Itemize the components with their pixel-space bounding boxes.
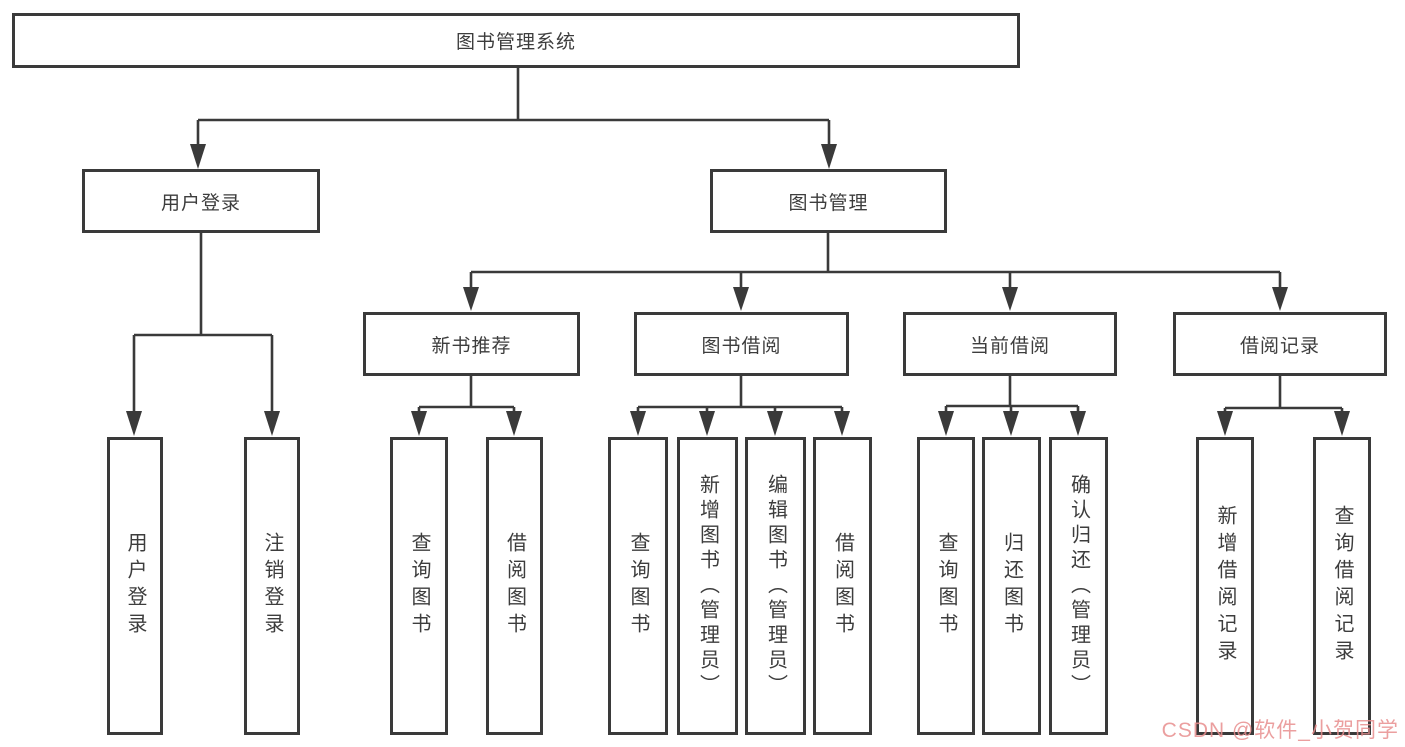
- node-label: 编辑图书（管理员）: [764, 473, 787, 699]
- arrowhead: [1070, 411, 1086, 436]
- arrowhead: [126, 411, 142, 436]
- node-label: 用户登录: [124, 532, 146, 640]
- arrowhead: [463, 287, 479, 311]
- node-label: 借阅图书: [503, 532, 526, 640]
- node-return-books: 归还图书: [982, 437, 1041, 735]
- arrowhead: [699, 411, 715, 436]
- node-book-borrow: 图书借阅: [634, 312, 849, 376]
- node-add-borrow-record: 新增借阅记录: [1196, 437, 1254, 735]
- node-borrow-books: 借阅图书: [813, 437, 872, 735]
- arrowhead: [190, 144, 206, 169]
- node-label: 查询图书: [935, 532, 957, 640]
- node-root-system: 图书管理系统: [12, 13, 1020, 68]
- connector-login: [126, 233, 280, 436]
- arrowhead: [938, 411, 954, 436]
- node-book-mgmt-module: 图书管理: [710, 169, 947, 233]
- arrowhead: [1217, 411, 1233, 436]
- node-label: 确认归还（管理员）: [1067, 473, 1090, 699]
- arrowhead: [1002, 287, 1018, 311]
- arrowhead: [767, 411, 783, 436]
- node-query-borrow-record: 查询借阅记录: [1313, 437, 1371, 735]
- csdn-watermark: CSDN @软件_小贺同学: [1161, 719, 1399, 742]
- connector-borrow-records: [1217, 376, 1350, 436]
- node-confirm-return-admin: 确认归还（管理员）: [1049, 437, 1108, 735]
- node-label: 查询借阅记录: [1331, 505, 1353, 667]
- node-user-login: 用户登录: [107, 437, 163, 735]
- node-query-books-borrow: 查询图书: [608, 437, 668, 735]
- arrowhead: [733, 287, 749, 311]
- node-borrow-books-rec: 借阅图书: [486, 437, 543, 735]
- arrowhead: [630, 411, 646, 436]
- node-label: 查询图书: [408, 532, 430, 640]
- node-label: 归还图书: [1000, 532, 1023, 640]
- arrowhead: [834, 411, 850, 436]
- node-label: 注销登录: [261, 532, 283, 640]
- connector-current-borrow: [938, 376, 1086, 436]
- node-borrow-records: 借阅记录: [1173, 312, 1387, 376]
- node-edit-book-admin: 编辑图书（管理员）: [745, 437, 806, 735]
- node-label: 借阅图书: [831, 532, 854, 640]
- arrowhead: [264, 411, 280, 436]
- connector-root: [190, 68, 837, 169]
- node-label: 新增图书（管理员）: [696, 473, 719, 699]
- arrowhead: [506, 411, 522, 436]
- node-new-book-recommend: 新书推荐: [363, 312, 580, 376]
- node-add-book-admin: 新增图书（管理员）: [677, 437, 738, 735]
- node-query-books-current: 查询图书: [917, 437, 975, 735]
- connector-mgmt: [463, 233, 1288, 311]
- node-label: 新增借阅记录: [1214, 505, 1236, 667]
- node-current-borrow: 当前借阅: [903, 312, 1117, 376]
- arrowhead: [821, 144, 837, 169]
- arrowhead: [411, 411, 427, 436]
- connector-new-book-rec: [411, 376, 522, 436]
- connector-book-borrow: [630, 376, 850, 436]
- arrowhead: [1334, 411, 1350, 436]
- arrowhead: [1272, 287, 1288, 311]
- node-user-login-module: 用户登录: [82, 169, 320, 233]
- node-query-books-rec: 查询图书: [390, 437, 448, 735]
- arrowhead: [1003, 411, 1019, 436]
- node-label: 查询图书: [627, 532, 649, 640]
- node-logout: 注销登录: [244, 437, 300, 735]
